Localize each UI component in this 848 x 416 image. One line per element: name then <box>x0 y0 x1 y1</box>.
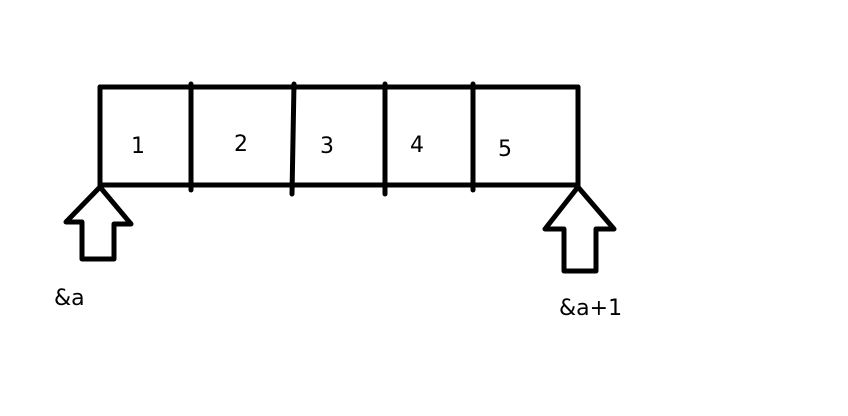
cell-value-2: 2 <box>234 132 248 157</box>
cell-value-4: 4 <box>410 133 424 158</box>
cell-value-1: 1 <box>131 134 145 159</box>
end-pointer-arrow-icon <box>542 184 617 274</box>
start-pointer-label: &a <box>54 286 85 311</box>
cell-value-5: 5 <box>498 137 512 162</box>
cell-dividers <box>188 81 476 197</box>
cell-divider <box>289 81 297 197</box>
cell-value-3: 3 <box>320 134 334 159</box>
start-pointer-arrow-icon <box>63 184 134 262</box>
end-pointer-label: &a+1 <box>559 296 622 321</box>
cell-values: 1 2 3 4 5 <box>131 132 512 162</box>
array-box <box>97 84 581 188</box>
